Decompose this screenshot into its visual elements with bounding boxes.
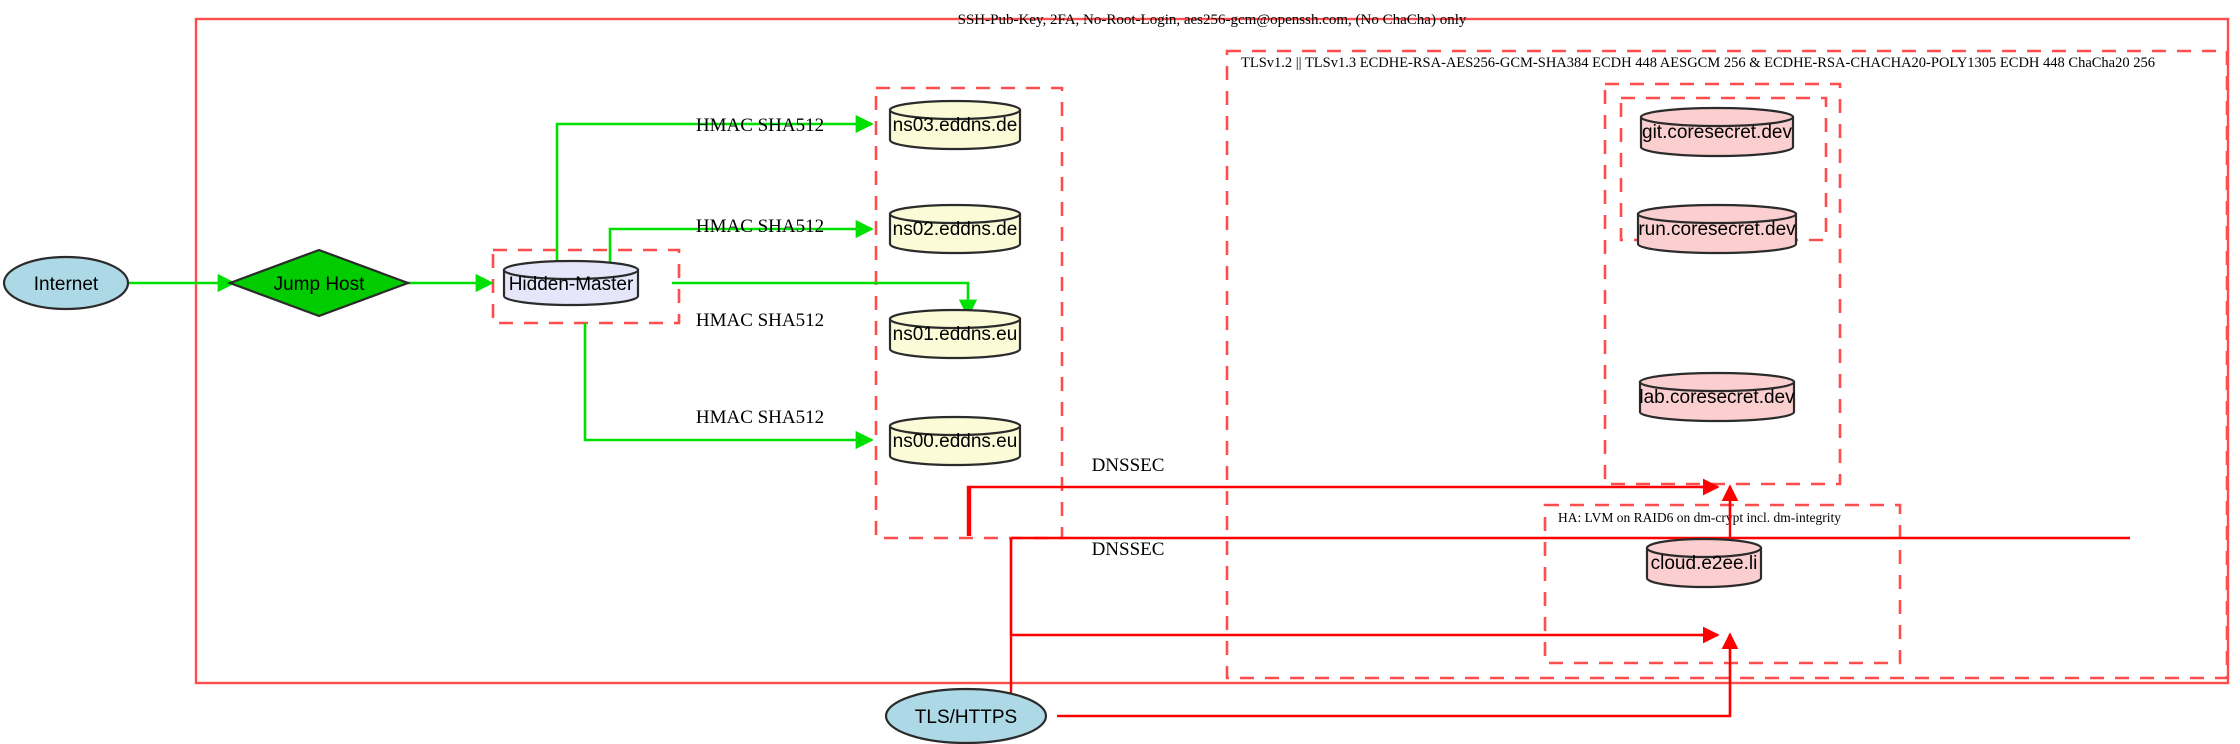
node-git-coresecret[interactable]: git.coresecret.dev bbox=[1639, 106, 1795, 158]
node-git-coresecret-label: git.coresecret.dev bbox=[1642, 122, 1792, 143]
node-tls-https-label: TLS/HTTPS bbox=[915, 707, 1017, 728]
edge-label-hmac-ns01: HMAC SHA512 bbox=[696, 310, 824, 331]
edge-label-dnssec-upper: DNSSEC bbox=[1092, 455, 1165, 476]
node-jump-host-label: Jump Host bbox=[274, 274, 366, 295]
node-internet-label: Internet bbox=[34, 274, 99, 295]
node-ns01[interactable]: ns01.eddns.eu bbox=[888, 308, 1022, 360]
edge-hiddenmaster-to-ns01 bbox=[672, 281, 978, 318]
ha-cluster-label: HA: LVM on RAID6 on dm-crypt incl. dm-in… bbox=[1558, 510, 1841, 525]
ha-cluster-box bbox=[1543, 503, 1902, 665]
edge-hiddenmaster-to-ns02 bbox=[608, 219, 874, 262]
dns-cluster-box bbox=[874, 86, 1064, 540]
node-ns02[interactable]: ns02.eddns.de bbox=[888, 203, 1022, 255]
node-ns02-label: ns02.eddns.de bbox=[893, 219, 1018, 240]
node-ns01-label: ns01.eddns.eu bbox=[893, 324, 1018, 345]
node-lab-coresecret-label: lab.coresecret.dev bbox=[1639, 387, 1795, 408]
node-cloud-e2ee[interactable]: cloud.e2ee.li bbox=[1645, 537, 1763, 589]
edge-label-dnssec-lower: DNSSEC bbox=[1092, 539, 1165, 560]
tls-cluster-box bbox=[1225, 49, 2229, 680]
ssh-zone-box bbox=[194, 17, 2230, 685]
ssh-zone-label: SSH-Pub-Key, 2FA, No-Root-Login, aes256-… bbox=[958, 12, 1467, 28]
edge-label-hmac-ns00: HMAC SHA512 bbox=[696, 407, 824, 428]
node-hidden-master[interactable]: Hidden-Master bbox=[502, 259, 640, 307]
node-cloud-e2ee-label: cloud.e2ee.li bbox=[1651, 553, 1758, 574]
node-hidden-master-label: Hidden-Master bbox=[509, 274, 634, 295]
tls-cluster-label: TLSv1.2 || TLSv1.3 ECDHE-RSA-AES256-GCM-… bbox=[1241, 55, 2155, 71]
edge-dnssec-upper-to-coresecret bbox=[966, 485, 1718, 536]
node-tls-https[interactable]: TLS/HTTPS bbox=[884, 687, 1048, 744]
coresecret-inner-cluster-box bbox=[1619, 96, 1828, 242]
node-ns00[interactable]: ns00.eddns.eu bbox=[888, 415, 1022, 467]
edge-label-hmac-ns03: HMAC SHA512 bbox=[696, 115, 824, 136]
edge-tlshttps-to-ha bbox=[1057, 635, 1732, 718]
node-lab-coresecret[interactable]: lab.coresecret.dev bbox=[1638, 371, 1795, 423]
node-ns03[interactable]: ns03.eddns.de bbox=[888, 99, 1022, 151]
edge-label-hmac-ns02: HMAC SHA512 bbox=[696, 216, 824, 237]
node-ns03-label: ns03.eddns.de bbox=[893, 115, 1018, 136]
coresecret-outer-cluster-box bbox=[1603, 82, 1842, 486]
node-run-coresecret[interactable]: run.coresecret.dev bbox=[1636, 203, 1798, 255]
edge-hiddenmaster-to-ns03 bbox=[555, 114, 874, 262]
edge-hiddenmaster-to-ns00 bbox=[583, 323, 874, 450]
node-jump-host[interactable]: Jump Host bbox=[226, 248, 412, 318]
node-run-coresecret-label: run.coresecret.dev bbox=[1638, 219, 1796, 240]
node-internet[interactable]: Internet bbox=[2, 255, 130, 311]
node-ns00-label: ns00.eddns.eu bbox=[893, 431, 1018, 452]
